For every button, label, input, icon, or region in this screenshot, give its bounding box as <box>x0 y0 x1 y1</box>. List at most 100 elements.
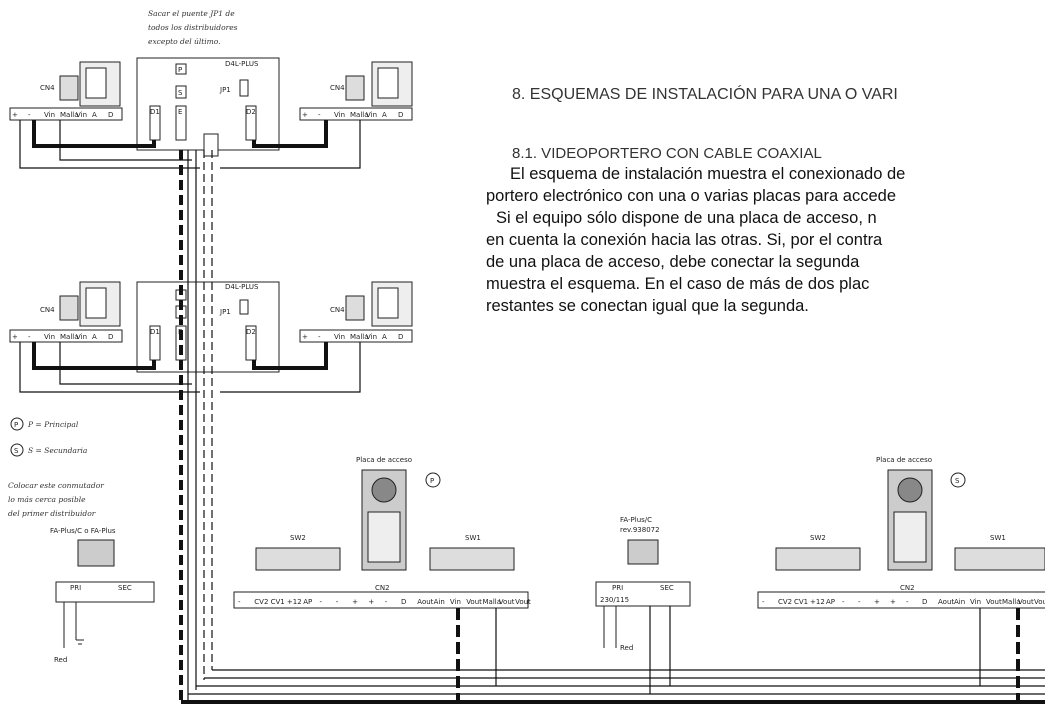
legend-s-symbol: S <box>14 447 19 455</box>
monitor-mr-terminal-5: A <box>382 333 387 341</box>
cn2-2-terminal-3: +12 <box>810 598 825 606</box>
fa-plus-center-label-1: FA-Plus/C <box>620 516 652 524</box>
monitor-mr-terminal-3: Malla <box>350 333 369 341</box>
cn4-label-tr: CN4 <box>330 84 345 92</box>
cn2-2-terminal-10: D <box>922 598 927 606</box>
cn2-2-terminal-2: CV1 <box>794 598 808 606</box>
monitor-mr-terminal-1: - <box>318 333 321 341</box>
dist1-d1-label: D1 <box>150 108 160 116</box>
cn2-2-terminal-7: + <box>874 598 880 606</box>
monitor-tl-terminal-5: A <box>92 111 97 119</box>
monitor-ml-terminal-3: Malla <box>60 333 79 341</box>
monitor-tr-terminal-4: Vin <box>366 111 377 119</box>
monitor-tr-terminal-3: Malla <box>350 111 369 119</box>
monitor-tr-terminal-1: - <box>318 111 321 119</box>
monitor-tr-terminal-5: A <box>382 111 387 119</box>
paragraph-line-2: portero electrónico con una o varias pla… <box>486 187 896 205</box>
monitor-tr-terminal-6: D <box>398 111 403 119</box>
monitor-mr-terminal-0: + <box>302 333 308 341</box>
paragraph-line-4: en cuenta la conexión hacia las otras. S… <box>486 231 883 249</box>
cn2-2-terminal-6: - <box>858 598 861 606</box>
cn2-1-terminal-8: + <box>368 598 374 606</box>
sw2-label-2: SW2 <box>810 534 826 542</box>
cn2-1-terminal-7: + <box>352 598 358 606</box>
panel-2-s-symbol: S <box>955 477 960 485</box>
fa-plus-center-label-2: rev.938072 <box>620 526 660 534</box>
cn2-1-terminal-9: - <box>385 598 388 606</box>
cn4-label-ml: CN4 <box>40 306 55 314</box>
paragraph-line-6: muestra el esquema. En el caso de más de… <box>486 275 870 293</box>
cn4-label-tl: CN4 <box>40 84 55 92</box>
volt-label-center: 230/115 <box>600 596 629 604</box>
monitor-ml-terminal-1: - <box>28 333 31 341</box>
cn2-1-terminal-6: - <box>336 598 339 606</box>
cn4-label-mr: CN4 <box>330 306 345 314</box>
cn2-2-terminal-13: Vin <box>970 598 981 606</box>
cn2-strip-2: CN2 <box>757 584 1045 609</box>
distributor-1: D4L-PLUS P S JP1 D1 E D2 <box>136 57 280 157</box>
cn2-2-terminal-17: Vout <box>1034 598 1045 606</box>
monitor-ml-terminal-2: Vin <box>44 333 55 341</box>
trunk-lines <box>179 150 213 700</box>
panel-1-p-symbol: P <box>430 477 434 485</box>
cn2-label-2: CN2 <box>900 584 915 592</box>
monitor-ml-terminal-4: Vin <box>76 333 87 341</box>
monitor-top-left: CN4 <box>9 61 123 121</box>
distributor-2: D4L-PLUS JP1 D1 E D2 <box>136 281 280 373</box>
monitor-tl-terminal-1: - <box>28 111 31 119</box>
cn2-1-terminal-5: - <box>320 598 323 606</box>
cn2-2-terminal-9: - <box>906 598 909 606</box>
placa-acceso-2-label: Placa de acceso <box>876 456 932 464</box>
dist1-e-label: E <box>178 108 182 116</box>
cn2-1-terminal-2: CV1 <box>271 598 285 606</box>
door-panel-2: Placa de acceso S <box>876 456 966 571</box>
cn2-1-terminal-13: Vin <box>450 598 461 606</box>
placa-acceso-1-label: Placa de acceso <box>356 456 412 464</box>
cn2-2-terminal-4: AP <box>826 598 835 606</box>
monitor-mr-terminal-4: Vin <box>366 333 377 341</box>
paragraph-line-5: de una placa de acceso, debe conectar la… <box>486 253 860 271</box>
section-subheading: 8.1. VIDEOPORTERO CON CABLE COAXIAL <box>512 145 822 162</box>
monitor-tl-terminal-2: Vin <box>44 111 55 119</box>
monitor-mr-terminal-2: Vin <box>334 333 345 341</box>
legend-s-text: S = Secundaria <box>28 446 87 455</box>
monitor-ml-terminal-0: + <box>12 333 18 341</box>
dist2-d2-label: D2 <box>246 328 256 336</box>
sw2-label-1: SW2 <box>290 534 306 542</box>
paragraph-line-1: El esquema de instalación muestra el con… <box>510 165 906 183</box>
monitor-mid-left: CN4 <box>9 281 123 343</box>
monitor-ml-terminal-5: A <box>92 333 97 341</box>
legend-p-text: P = Principal <box>27 420 79 429</box>
cn2-1-terminal-4: AP <box>303 598 312 606</box>
cn2-1-terminal-16: Vout <box>499 598 515 606</box>
monitor-tr-terminal-2: Vin <box>334 111 345 119</box>
cn2-2-terminal-5: - <box>842 598 845 606</box>
monitor-top-right: CN4 <box>299 61 413 121</box>
cn2-2-terminal-8: + <box>890 598 896 606</box>
dist2-jp1-label: JP1 <box>219 308 231 316</box>
monitor-mid-right: CN4 <box>299 281 413 343</box>
note-top-line-3: excepto del último. <box>148 37 221 46</box>
dist2-d1-label: D1 <box>150 328 160 336</box>
cn2-2-terminal-15: Malla <box>1002 598 1021 606</box>
fa-plus-left-label: FA-Plus/C o FA-Plus <box>50 527 116 535</box>
cn2-2-terminal-1: CV2 <box>778 598 792 606</box>
switch-sw2-2: SW2 <box>775 534 861 571</box>
monitor-tl-terminal-4: Vin <box>76 111 87 119</box>
bottom-bus <box>181 606 1045 704</box>
door-panel-1: Placa de acceso P <box>356 456 441 571</box>
cn2-2-terminal-0: - <box>762 598 765 606</box>
power-supply-left: FA-Plus/C o FA-Plus PRI SEC Red <box>50 527 155 664</box>
dist1-s-terminal: S <box>178 89 183 97</box>
cn2-1-terminal-14: Vout <box>466 598 482 606</box>
switch-sw1-2: SW1 <box>954 534 1045 571</box>
cn2-1-terminal-15: Malla <box>483 598 502 606</box>
pri-label-left: PRI <box>70 584 81 592</box>
dist1-d2-label: D2 <box>246 108 256 116</box>
monitor-mr-terminal-6: D <box>398 333 403 341</box>
cn2-2-terminal-14: Vout <box>986 598 1002 606</box>
cn2-label-1: CN2 <box>375 584 390 592</box>
monitor-tl-terminal-0: + <box>12 111 18 119</box>
sw1-label-2: SW1 <box>990 534 1006 542</box>
